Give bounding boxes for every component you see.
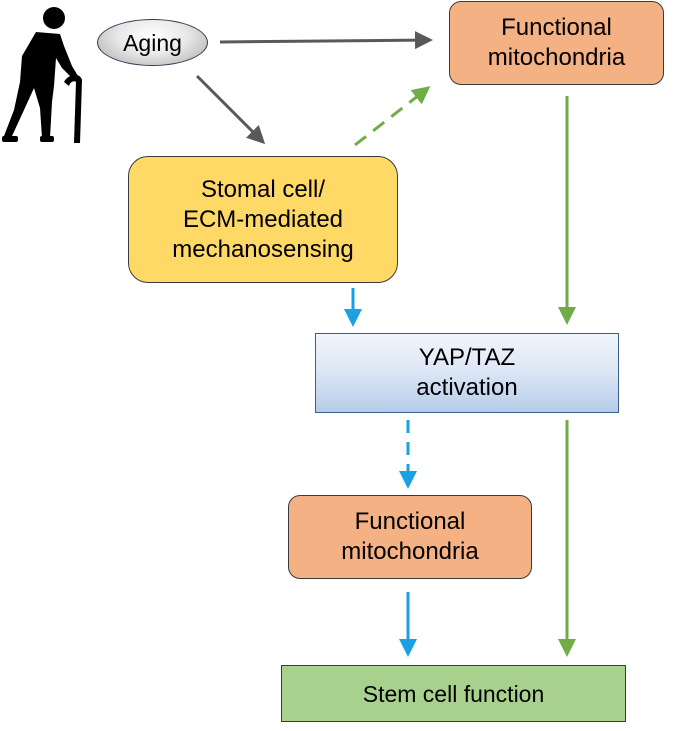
arrow-aging-to-mechanosensing	[195, 74, 266, 145]
functional-mitochondria-top-node: Functional mitochondria	[449, 1, 664, 85]
functional-mitochondria-middle-node: Functional mitochondria	[288, 495, 532, 579]
arrow-aging-to-mitochondria	[219, 31, 433, 50]
aging-node: Aging	[97, 19, 208, 66]
stromal-mechanosensing-node: Stomal cell/ ECM-mediated mechanosensing	[128, 156, 398, 283]
arrow-mechanosensing-to-mitochondria-dashed	[354, 86, 431, 147]
yap-taz-activation-node: YAP/TAZ activation	[315, 333, 619, 413]
stem-cell-function-node: Stem cell function	[281, 665, 626, 722]
elderly-person-with-cane-icon	[2, 7, 82, 143]
